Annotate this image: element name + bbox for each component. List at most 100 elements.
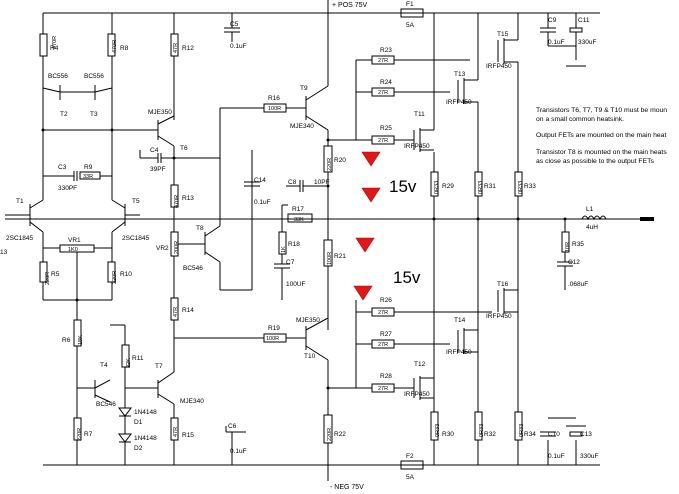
- r7-ref: R7: [84, 431, 93, 438]
- note-line-2: on a small common heatsink.: [536, 116, 624, 123]
- t10-ref: T10: [304, 353, 316, 360]
- c9-ref: C9: [548, 17, 557, 24]
- c6-ref: C6: [228, 423, 237, 430]
- fuse-f2: [400, 460, 424, 470]
- fuse-f2-value: 5A: [406, 474, 415, 481]
- t15-type: IRFP450: [486, 63, 512, 70]
- r8-value: 470R: [112, 40, 118, 53]
- r14-ref: R14: [182, 307, 194, 314]
- t15-ref: T15: [497, 31, 509, 38]
- c4-value: 39PF: [150, 166, 166, 173]
- t9-type: MJE340: [290, 123, 314, 130]
- note-line-1: Transistors T6, T7, T9 & T10 must be mou…: [536, 107, 667, 114]
- r21-ref: R21: [334, 253, 346, 260]
- t13-ref: T13: [454, 71, 466, 78]
- input-stage: [5, 13, 140, 320]
- r31-ref: R31: [484, 183, 496, 190]
- r10-value: 220R: [112, 271, 118, 284]
- r16-ref: R16: [268, 95, 280, 102]
- r34-ref: R34: [524, 431, 536, 438]
- r10-ref: R10: [120, 271, 132, 278]
- r17-ref: R17: [292, 206, 304, 213]
- t2-ref: T2: [60, 111, 68, 118]
- note-line-3: Output FETs are mounted on the main heat: [536, 132, 666, 139]
- t7-ref: T7: [155, 363, 163, 370]
- r19-ref: R19: [268, 325, 280, 332]
- c14-value: 0.1uF: [254, 199, 271, 206]
- current-source: [73, 319, 179, 465]
- r29-ref: R29: [442, 183, 454, 190]
- vr2-value: 200R: [174, 241, 180, 254]
- c8-value: 10PF: [314, 179, 330, 186]
- zener-diodes: [353, 151, 381, 301]
- t14-ref: T14: [454, 317, 466, 324]
- r25-value: 27R: [378, 138, 388, 144]
- r20-ref: R20: [334, 157, 346, 164]
- note-line-4: Transistor T8 is mounted on the main hea…: [536, 149, 667, 156]
- c11-ref: C11: [578, 17, 590, 24]
- r23-value: 27R: [378, 58, 388, 64]
- r7-value: 220R: [77, 428, 83, 441]
- r16-value: 100R: [268, 106, 281, 112]
- t5-type: 2SC1845: [122, 235, 149, 242]
- t12-type: IRFP450: [404, 391, 430, 398]
- t2-type: BC556: [48, 73, 68, 80]
- c11-value: 330uF: [578, 39, 596, 46]
- junction-dots: [41, 128, 567, 390]
- r26-value: 27R: [378, 310, 388, 316]
- r14-value: 47R: [173, 307, 179, 317]
- r25-ref: R25: [380, 125, 392, 132]
- r9-value: 33R: [83, 174, 93, 180]
- t8-ref: T8: [196, 225, 204, 232]
- r8-ref: R8: [120, 45, 129, 52]
- r27-ref: R27: [380, 331, 392, 338]
- r33-ref: R33: [524, 183, 536, 190]
- r15-ref: R15: [182, 432, 194, 439]
- r13-value: 470R: [174, 195, 180, 208]
- r6-value: 18K: [78, 335, 84, 345]
- positive-rail: [43, 0, 600, 18]
- handwritten-15v-bottom: 15v: [393, 268, 421, 287]
- c7-ref: C7: [286, 259, 295, 266]
- c3-ref: C3: [58, 164, 67, 171]
- d1-ref: D1: [134, 419, 143, 426]
- fuse-f1: [400, 8, 424, 18]
- r4-value: 470R: [52, 36, 58, 49]
- vr2-ref: VR2: [156, 245, 169, 252]
- r21-value: 100R: [327, 252, 333, 265]
- c5-ref: C5: [230, 21, 239, 28]
- c10-ref: C10: [548, 431, 560, 438]
- neg-rail-label: - NEG 75V: [330, 484, 364, 491]
- vr1-value: 1K0: [68, 247, 78, 253]
- r33-value: 0R33: [518, 181, 524, 194]
- negative-rail: [43, 460, 600, 481]
- fuse-f1-value: 5A: [406, 22, 415, 29]
- r28-ref: R28: [380, 373, 392, 380]
- r11-ref: R11: [132, 355, 144, 362]
- output-stage: [328, 13, 607, 465]
- c9-value: 0.1uF: [548, 39, 565, 46]
- r9-ref: R9: [84, 164, 93, 171]
- r26-ref: R26: [380, 297, 392, 304]
- driver-stage: [274, 13, 333, 465]
- output-line: [5, 217, 654, 221]
- r22-value: 220R: [327, 428, 333, 441]
- r34-value: 0R33: [519, 424, 525, 437]
- vr1-ref: VR1: [68, 237, 81, 244]
- r35-value: 10R: [565, 242, 571, 252]
- c3-value: 330PF: [58, 185, 77, 192]
- other-labels: VR1 1K0 VR2 200R L1 4uH 1N4148 D1 1N4148…: [0, 206, 598, 452]
- transistor-labels: T1 2SC1845 T2 BC556 T3 BC556 T4 BC546 T5…: [6, 31, 512, 408]
- r23-ref: R23: [380, 47, 392, 54]
- r12-value: 47R: [173, 43, 179, 53]
- t3-ref: T3: [90, 111, 98, 118]
- c13-ref: C13: [580, 431, 592, 438]
- r20-value: 220R: [327, 158, 333, 171]
- r31-value: 0R33: [478, 181, 484, 194]
- r17-value: 33K: [294, 217, 304, 223]
- c4-ref: C4: [150, 147, 159, 154]
- handwritten-annotations: 15v 15v: [389, 177, 421, 287]
- c14-ref: C14: [254, 177, 266, 184]
- t4-type: BC546: [96, 401, 116, 408]
